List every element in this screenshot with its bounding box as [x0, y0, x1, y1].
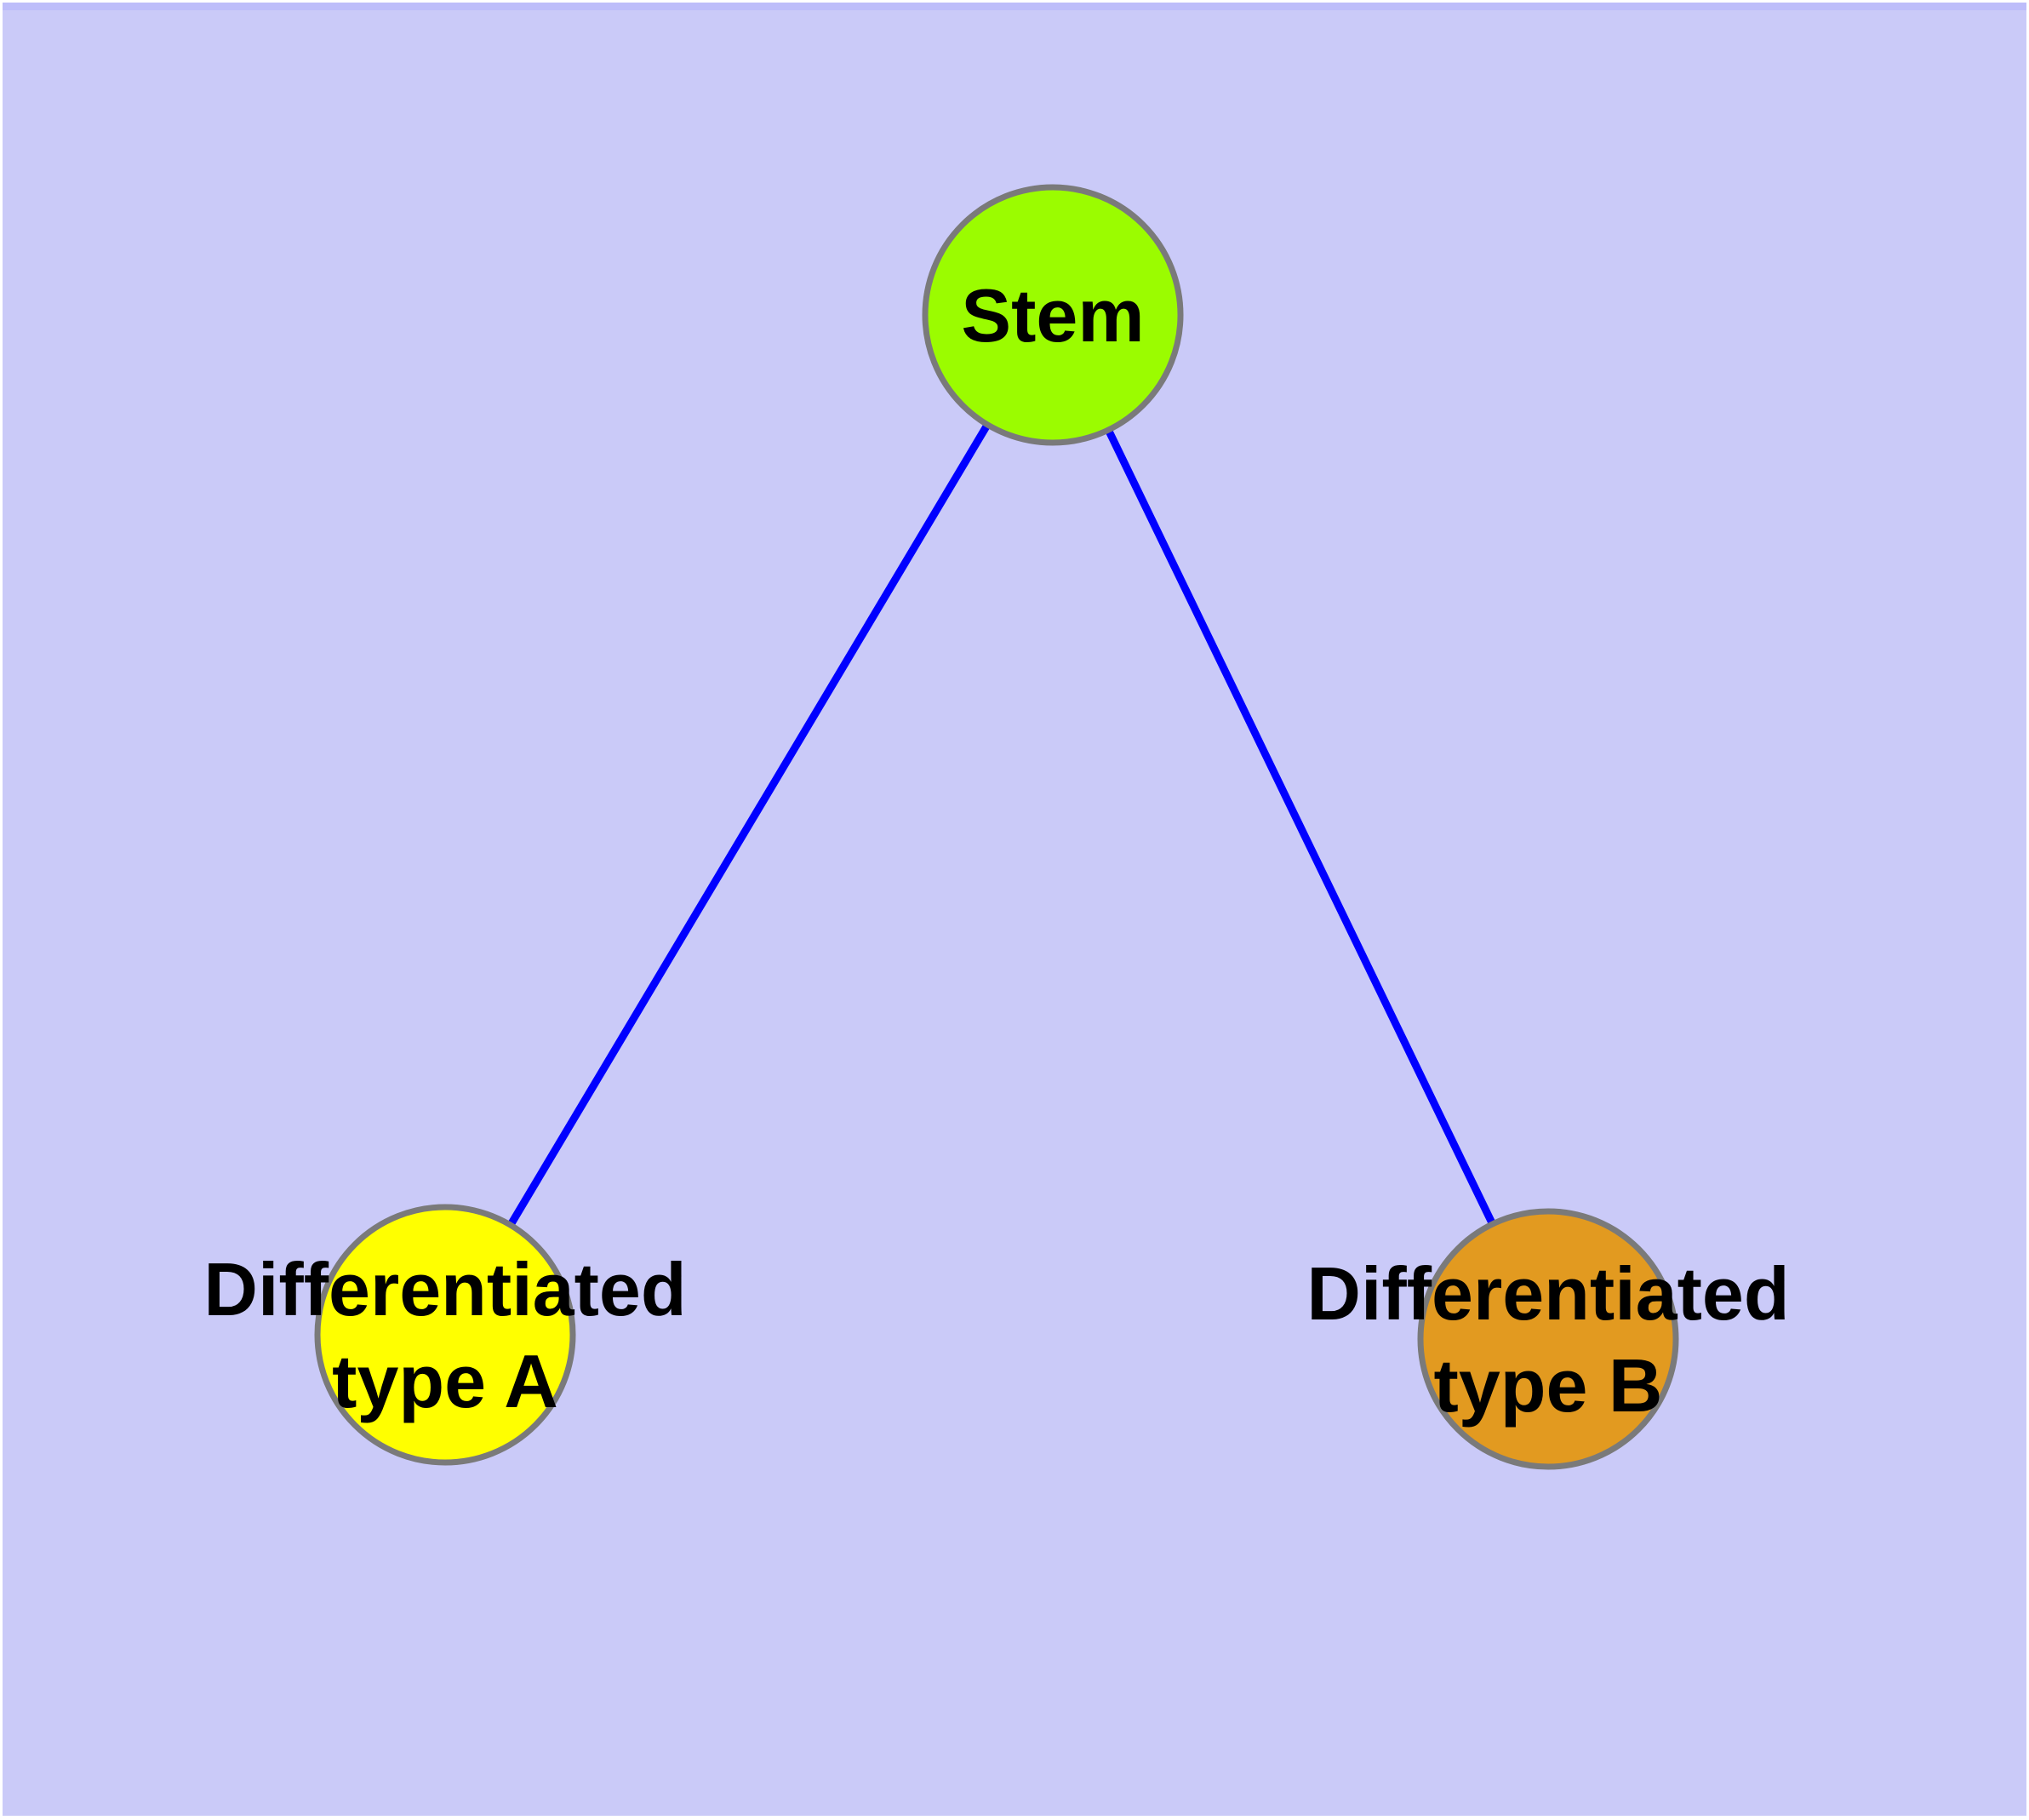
node-differentiated-type-b [1417, 1208, 1679, 1470]
node-type-b-label-line2: type B [1434, 1343, 1663, 1428]
canvas-top-band [3, 3, 2026, 10]
node-stem-label: Stem [961, 273, 1144, 358]
edge-stem-to-type-b [1049, 311, 1552, 1343]
node-type-a-label-line1: Differentiated [203, 1247, 686, 1331]
edge-stem-to-type-a [441, 311, 1057, 1339]
node-stem [922, 184, 1184, 446]
node-type-b-label-line1: Differentiated [1306, 1251, 1789, 1336]
node-type-a-label-line2: type A [332, 1339, 558, 1423]
node-differentiated-type-a [314, 1204, 576, 1466]
